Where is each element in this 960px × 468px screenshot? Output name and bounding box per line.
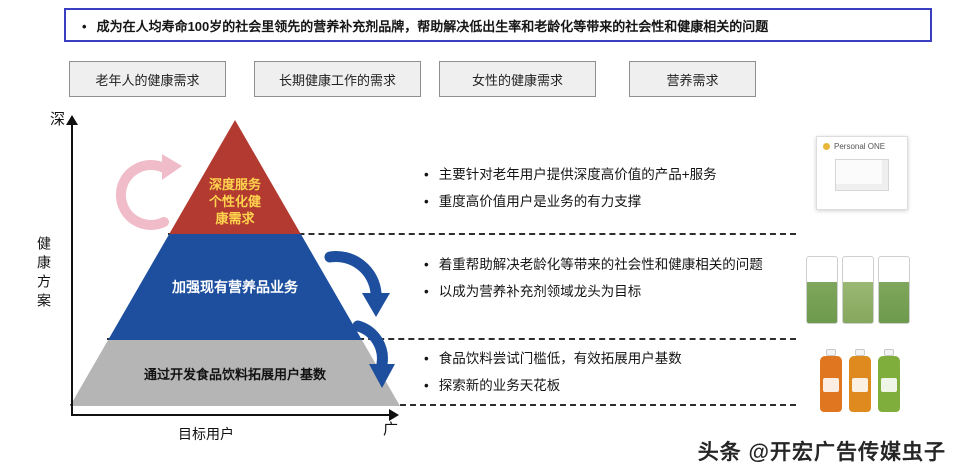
bullet-item: 食品饮料尝试门槛低，有效拓展用户基数: [424, 350, 796, 368]
bullet-group-bottom-layer: 食品饮料尝试门槛低，有效拓展用户基数 探索新的业务天花板: [424, 350, 796, 404]
bottle-label: [823, 378, 839, 392]
demand-box-longterm-work-health: 长期健康工作的需求: [254, 61, 421, 97]
beverage-bottle-icon: [820, 349, 842, 412]
product-image-beverage-bottles: [820, 346, 904, 412]
product-image-supplement-packets: [806, 254, 910, 324]
dashed-separator-bottom: [70, 404, 796, 406]
product-card-header: Personal ONE: [817, 137, 907, 153]
product-card-label: Personal ONE: [834, 142, 886, 151]
demand-box-label: 长期健康工作的需求: [278, 72, 396, 88]
demand-box-label: 老年人的健康需求: [95, 72, 200, 88]
bullet-group-middle-layer: 着重帮助解决老龄化等带来的社会性和健康相关的问题 以成为营养补充剂领域龙头为目标: [424, 256, 796, 310]
demand-box-elderly-health: 老年人的健康需求: [69, 61, 226, 97]
demand-box-women-health: 女性的健康需求: [439, 61, 596, 97]
bullet-item: 以成为营养补充剂领域龙头为目标: [424, 283, 796, 301]
product-image-personal-one: Personal ONE: [816, 136, 908, 210]
x-axis-line: [71, 414, 391, 416]
supplement-packet-icon: [806, 256, 838, 324]
vision-banner: 成为在人均寿命100岁的社会里领先的营养补充剂品牌，帮助解决低出生率和老龄化等带…: [64, 8, 932, 42]
dashed-separator-top: [168, 233, 796, 235]
beverage-bottle-icon: [849, 349, 871, 412]
beverage-bottle-icon: [878, 349, 900, 412]
cycle-arrow-icon: [116, 154, 182, 230]
y-axis-title: 健康方案: [36, 236, 52, 312]
flow-down-arrow-icon-2: [352, 320, 395, 388]
pyramid-layer-bottom: 通过开发食品饮料拓展用户基数: [70, 340, 400, 406]
flow-down-arrow-icon-1: [324, 251, 390, 317]
bullet-group-top-layer: 主要针对老年用户提供深度高价值的产品+服务 重度高价值用户是业务的有力支撑: [424, 166, 796, 220]
supplement-packet-icon: [842, 256, 874, 324]
y-axis-arrow-icon: [66, 115, 78, 125]
pyramid-layer-middle-label: 加强现有营养品业务: [172, 279, 298, 296]
bullet-item: 重度高价值用户是业务的有力支撑: [424, 193, 796, 211]
y-axis-top-label: 深: [50, 111, 66, 128]
bottle-label: [881, 378, 897, 392]
dashed-separator-middle: [107, 338, 796, 340]
demand-box-label: 女性的健康需求: [471, 72, 563, 88]
pyramid-layer-top-label: 深度服务 个性化健 康需求: [208, 176, 261, 226]
pyramid-layer-bottom-label: 通过开发食品饮料拓展用户基数: [143, 366, 326, 382]
bullet-item: 探索新的业务天花板: [424, 377, 796, 395]
bottle-label: [852, 378, 868, 392]
supplement-packet-icon: [878, 256, 910, 324]
x-axis-arrow-icon: [389, 409, 399, 421]
brand-dot-icon: [823, 143, 830, 150]
x-axis-title: 目标用户: [178, 426, 234, 442]
demand-box-label: 营养需求: [666, 72, 719, 88]
x-axis-end-label: 广: [383, 421, 399, 438]
product-box-illustration: [835, 159, 889, 191]
vision-banner-text: 成为在人均寿命100岁的社会里领先的营养补充剂品牌，帮助解决低出生率和老龄化等带…: [82, 16, 769, 35]
watermark-text: 头条 @开宏广告传媒虫子: [697, 441, 946, 464]
bullet-item: 着重帮助解决老龄化等带来的社会性和健康相关的问题: [424, 256, 796, 274]
bullet-item: 主要针对老年用户提供深度高价值的产品+服务: [424, 166, 796, 184]
y-axis-line: [71, 124, 73, 416]
demand-box-nutrition: 营养需求: [629, 61, 756, 97]
